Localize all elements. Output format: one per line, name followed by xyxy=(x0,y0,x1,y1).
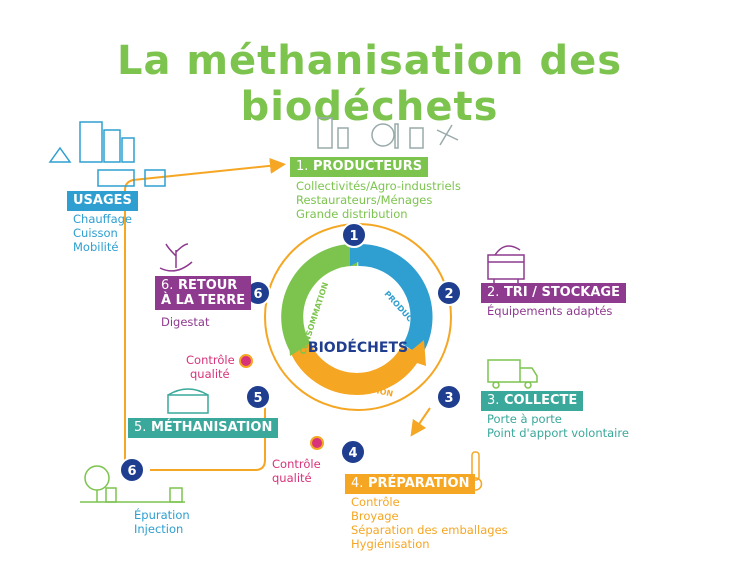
epuration-line-1: Épuration xyxy=(134,508,190,522)
box-methanisation: 5. MÉTHANISATION xyxy=(128,418,279,438)
circle-6: 6 xyxy=(245,280,271,306)
preparation-line-1: Contrôle xyxy=(351,495,400,509)
digester-icon xyxy=(167,388,209,414)
preparation-num: 4. xyxy=(351,476,364,491)
methanisation-num: 5. xyxy=(134,420,147,435)
plant-icon xyxy=(159,243,193,272)
circle-4-label: 4 xyxy=(348,446,357,461)
arrow-to-preparation xyxy=(410,407,431,437)
controle-2-line-1: Contrôle xyxy=(272,457,321,471)
preparation-line-2: Broyage xyxy=(351,509,399,523)
collecte-title: COLLECTE xyxy=(503,393,578,408)
retour-title-2: À LA TERRE xyxy=(161,293,246,308)
center-label: BIODÉCHETS xyxy=(308,339,408,356)
producteurs-num: 1. xyxy=(296,159,309,174)
tri-line-1: Équipements adaptés xyxy=(487,304,613,318)
quality-dot-1 xyxy=(239,354,253,368)
controle-qualite-2: Contrôle qualité xyxy=(272,457,321,485)
producteurs-line-1: Collectivités/Agro-industriels xyxy=(296,179,461,193)
box-preparation: 4. PRÉPARATION xyxy=(345,474,476,494)
collecte-num: 3. xyxy=(487,393,500,408)
epuration-text: Épuration Injection xyxy=(134,508,190,536)
circle-5-label: 5 xyxy=(253,391,262,406)
epuration-icon xyxy=(80,465,185,503)
usages-title: USAGES xyxy=(73,193,132,208)
page-title: La méthanisation des biodéchets xyxy=(116,38,623,130)
usages-text: Chauffage Cuisson Mobilité xyxy=(73,212,132,254)
bin-icon xyxy=(487,245,525,286)
controle-2-line-2: qualité xyxy=(272,471,312,485)
tri-num: 2. xyxy=(487,285,500,300)
preparation-title: PRÉPARATION xyxy=(367,476,470,491)
retour-title-1: RETOUR xyxy=(177,278,238,293)
path-usages-to-producteurs xyxy=(124,157,286,471)
tri-title: TRI / STOCKAGE xyxy=(503,285,620,300)
methanisation-title: MÉTHANISATION xyxy=(150,420,273,435)
producteurs-line-2: Restaurateurs/Ménages xyxy=(296,193,433,207)
box-producteurs: 1. PRODUCTEURS xyxy=(290,157,429,177)
usages-icon xyxy=(48,121,166,187)
circle-4: 4 xyxy=(340,439,366,465)
controle-qualite-1: Contrôle qualité xyxy=(186,353,235,381)
circle-2-label: 2 xyxy=(444,287,453,302)
box-tri: 2. TRI / STOCKAGE xyxy=(481,283,626,303)
arc-consommation xyxy=(281,243,359,353)
circle-1: 1 xyxy=(341,222,367,248)
arrow-consommation xyxy=(288,332,312,356)
circle-6-label: 6 xyxy=(253,287,262,302)
preparation-text: Contrôle Broyage Séparation des emballag… xyxy=(351,495,508,551)
circle-1-label: 1 xyxy=(349,229,358,244)
usages-line-2: Cuisson xyxy=(73,226,118,240)
circle-5: 5 xyxy=(245,384,271,410)
controle-1-line-1: Contrôle xyxy=(186,353,235,367)
tri-text: Équipements adaptés xyxy=(487,304,612,318)
arrow-production xyxy=(350,244,372,266)
circle-2: 2 xyxy=(436,280,462,306)
arc-production xyxy=(357,243,433,356)
retour-line-1: Digestat xyxy=(161,315,210,329)
usages-line-3: Mobilité xyxy=(73,240,119,254)
epuration-line-2: Injection xyxy=(134,522,184,536)
preparation-line-3: Séparation des emballages xyxy=(351,523,508,537)
path-methanisation-to-epuration xyxy=(150,400,266,471)
retour-text: Digestat xyxy=(161,315,209,329)
box-retour: 6. RETOUR À LA TERRE xyxy=(155,276,252,310)
circle-6b-label: 6 xyxy=(127,464,136,479)
circle-3-label: 3 xyxy=(444,391,453,406)
usages-line-1: Chauffage xyxy=(73,212,132,226)
box-usages: USAGES xyxy=(67,191,138,211)
producteurs-text: Collectivités/Agro-industriels Restaurat… xyxy=(296,179,461,221)
collecte-text: Porte à porte Point d'apport volontaire xyxy=(487,412,629,440)
circle-3: 3 xyxy=(436,384,462,410)
box-collecte: 3. COLLECTE xyxy=(481,391,584,411)
arrow-valorisation xyxy=(402,340,426,366)
producteurs-icon xyxy=(317,117,459,149)
circle-6b: 6 xyxy=(119,457,145,483)
retour-num: 6. xyxy=(161,278,174,293)
preparation-line-4: Hygiénisation xyxy=(351,537,430,551)
quality-dot-2 xyxy=(310,436,324,450)
arc-valorisation xyxy=(289,342,422,395)
collecte-line-1: Porte à porte xyxy=(487,412,562,426)
producteurs-title: PRODUCTEURS xyxy=(312,159,423,174)
producteurs-line-3: Grande distribution xyxy=(296,207,408,221)
truck-icon xyxy=(487,359,538,389)
collecte-line-2: Point d'apport volontaire xyxy=(487,426,629,440)
controle-1-line-2: qualité xyxy=(190,367,230,381)
